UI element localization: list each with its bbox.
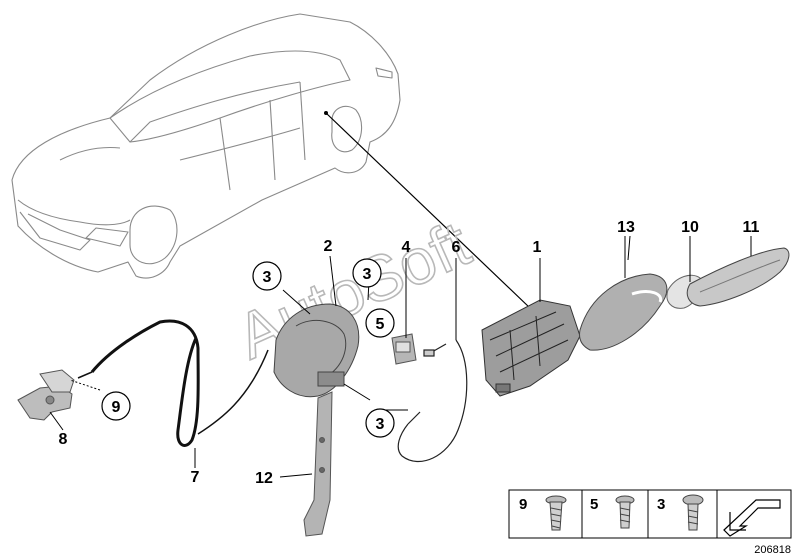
part-7-cable [77, 319, 269, 447]
callout-7: 7 [191, 469, 200, 486]
callout-6: 6 [452, 239, 461, 256]
part-12-plate [303, 391, 333, 537]
callout-1: 1 [533, 239, 542, 256]
part-6-cable [397, 339, 468, 463]
part-11-handle [686, 247, 790, 307]
part-4-latch [391, 333, 417, 365]
callout-11: 11 [743, 219, 760, 236]
fastener-legend: 9 5 3 [508, 489, 792, 539]
callout-4: 4 [402, 239, 411, 256]
legend-num-5: 5 [590, 496, 598, 513]
screw-3-icon [682, 494, 704, 531]
screw-9-icon [545, 495, 567, 531]
callout-circles [101, 258, 395, 438]
legend-num-9: 9 [519, 496, 527, 513]
callout-12: 12 [255, 470, 273, 487]
callout-8: 8 [59, 431, 68, 448]
callout-3-top: 3 [363, 266, 372, 283]
leader-lines [49, 235, 752, 478]
part-2-lock [273, 303, 360, 398]
callout-3-bottom: 3 [376, 416, 385, 433]
diagram-number: 206818 [754, 544, 791, 556]
callout-numbers: 1 2 3 3 3 4 5 6 7 8 9 10 11 12 13 [59, 219, 760, 487]
part-1-carrier [481, 299, 581, 397]
callout-13: 13 [617, 219, 635, 236]
part-13-cap [579, 273, 668, 351]
callout-9: 9 [112, 399, 121, 416]
car-outline [11, 13, 401, 279]
callout-2: 2 [324, 238, 333, 255]
part-8-bracket [17, 369, 75, 421]
orientation-arrow-icon [723, 499, 781, 537]
callout-3-lock-top: 3 [263, 269, 272, 286]
screw-5-icon [615, 495, 635, 529]
callout-5: 5 [376, 316, 385, 333]
legend-num-3: 3 [657, 496, 665, 513]
callout-10: 10 [681, 219, 699, 236]
